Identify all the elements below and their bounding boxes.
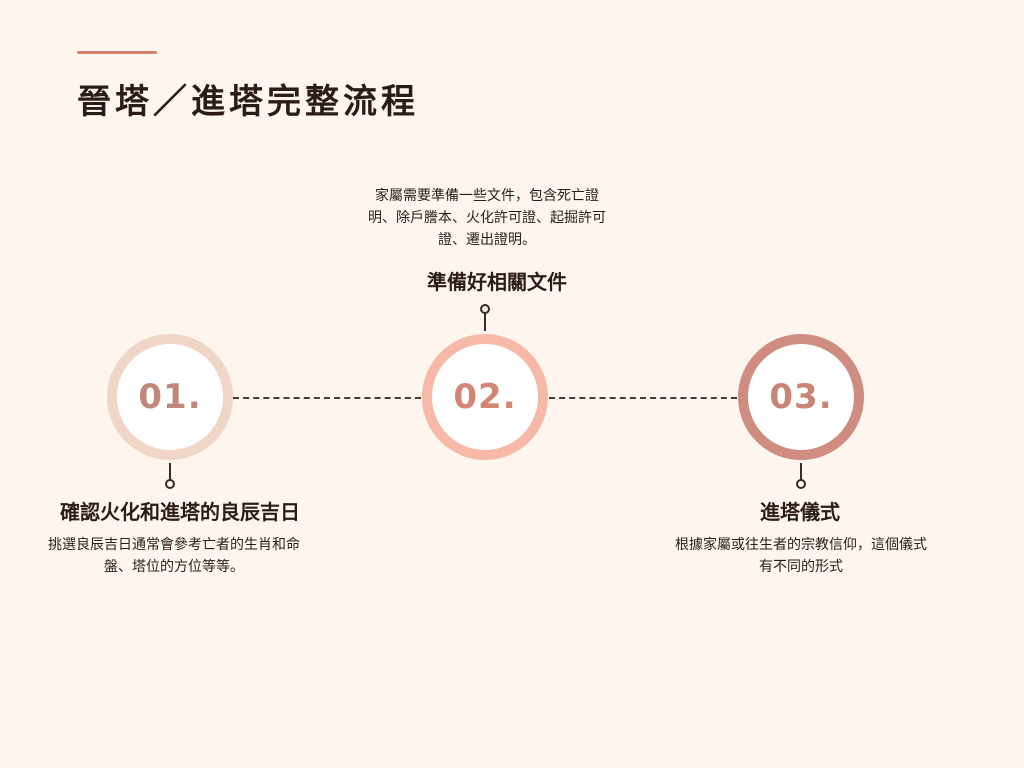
title-accent-line — [77, 51, 157, 54]
step-2-description: 家屬需要準備一些文件，包含死亡證明、除戶謄本、火化許可證、起掘許可證、遷出證明。 — [368, 188, 606, 248]
step-2-number: 02. — [453, 377, 517, 417]
step-2-circle: 02. — [422, 334, 548, 460]
page-title: 晉塔／進塔完整流程 — [77, 82, 419, 122]
step-3-pointer-line — [800, 463, 802, 481]
step-2-pointer-line — [484, 313, 486, 331]
step-1-description: 挑選良辰吉日通常會參考亡者的生肖和命盤、塔位的方位等等。 — [48, 537, 300, 575]
step-1-circle: 01. — [107, 334, 233, 460]
step-3-title: 進塔儀式 — [760, 500, 840, 524]
step-3-circle: 03. — [738, 334, 864, 460]
step-3-description: 根據家屬或往生者的宗教信仰，這個儀式有不同的形式 — [675, 537, 927, 575]
timeline-connector-1-2 — [233, 397, 421, 399]
step-3-pointer-dot — [796, 479, 806, 489]
step-1-title: 確認火化和進塔的良辰吉日 — [60, 500, 300, 524]
step-1-pointer-dot — [165, 479, 175, 489]
timeline-connector-2-3 — [549, 397, 737, 399]
step-2-title: 準備好相關文件 — [427, 270, 567, 294]
step-3-number: 03. — [769, 377, 833, 417]
step-1-number: 01. — [138, 377, 202, 417]
step-1-pointer-line — [169, 463, 171, 481]
